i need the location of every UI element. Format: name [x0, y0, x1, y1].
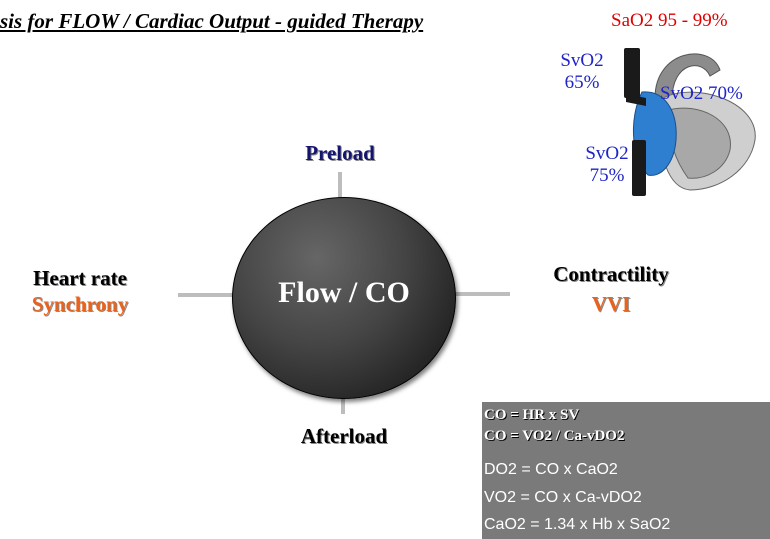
- heart-illustration: [624, 48, 756, 196]
- spoke-right: [448, 292, 510, 296]
- svo2-upper-name: SvO2: [560, 50, 604, 71]
- sao2-label: SaO2 95 - 99%: [611, 10, 728, 31]
- svo2-upper-value: 65%: [564, 72, 600, 93]
- spoke-top: [338, 172, 342, 204]
- svo2-upper-label: SvO2 65%: [552, 50, 612, 94]
- inferior-vena-cava: [632, 140, 646, 196]
- svo2-lower-name: SvO2: [585, 143, 629, 164]
- spoke-left: [178, 293, 238, 297]
- preload-label: Preload: [305, 141, 375, 165]
- page-title: sis for FLOW / Cardiac Output - guided T…: [0, 9, 424, 33]
- heart-rate-label: Heart rate: [33, 266, 127, 290]
- vvi-label: VVI: [591, 292, 631, 316]
- synchrony-label: Synchrony: [31, 292, 129, 316]
- formula-cao2: CaO2 = 1.34 x Hb x SaO2: [484, 516, 671, 533]
- svo2-lower-label: SvO2 75%: [572, 143, 642, 187]
- formula-do2: DO2 = CO x CaO2: [484, 461, 618, 478]
- formula-box: [482, 402, 770, 539]
- formula-co-vo2: CO = VO2 / Ca-vDO2: [484, 428, 625, 444]
- afterload-label: Afterload: [300, 424, 388, 448]
- pulmonary-vessel: [626, 94, 646, 106]
- flow-co-ellipse: [232, 197, 456, 399]
- superior-vena-cava: [624, 48, 640, 98]
- svo2-lower-value: 75%: [589, 165, 625, 186]
- formula-vo2: VO2 = CO x Ca-vDO2: [484, 489, 642, 506]
- flow-co-label: Flow / CO: [278, 276, 410, 309]
- formula-co-hr-sv: CO = HR x SV: [484, 407, 580, 423]
- aortic-arch: [654, 53, 721, 101]
- svo2-right-label: SvO2 70%: [660, 83, 743, 104]
- contractility-label: Contractility: [553, 262, 669, 286]
